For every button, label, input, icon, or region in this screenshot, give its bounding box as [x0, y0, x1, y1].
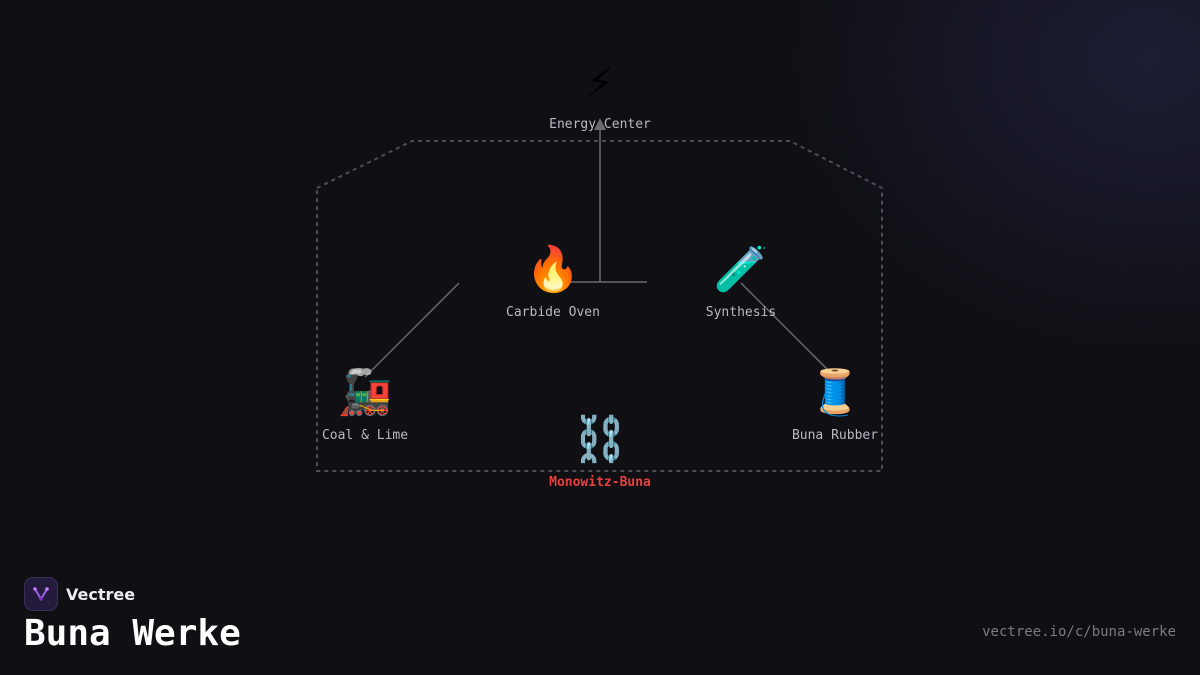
group-boundary [316, 140, 883, 472]
node-label-coal-lime: Coal & Lime [322, 428, 408, 443]
chains-icon: ⛓️ [573, 414, 628, 465]
thread-spool-icon: 🧵 [808, 367, 863, 418]
page-title: Buna Werke [24, 613, 241, 654]
locomotive-icon: 🚂 [338, 367, 393, 418]
node-synthesis[interactable]: 🧪 Synthesis [706, 244, 776, 320]
brand[interactable]: Vectree [24, 577, 135, 611]
vectree-logo-icon [24, 577, 58, 611]
fire-icon: 🔥 [526, 244, 581, 295]
page-url[interactable]: vectree.io/c/buna-werke [982, 624, 1176, 640]
node-coal-lime[interactable]: 🚂 Coal & Lime [322, 367, 408, 443]
node-energy-center[interactable]: ⚡ Energy Center [549, 56, 651, 132]
group-monowitz-buna[interactable]: ⛓️ Monowitz-Buna [549, 414, 651, 490]
edges [364, 118, 836, 378]
node-carbide-oven[interactable]: 🔥 Carbide Oven [506, 244, 600, 320]
edge-coal-lime-to-carbide-oven [364, 282, 460, 378]
brand-name: Vectree [66, 584, 136, 604]
node-buna-rubber[interactable]: 🧵 Buna Rubber [792, 367, 878, 443]
node-label-carbide-oven: Carbide Oven [506, 305, 600, 320]
edge-synthesis-to-buna-rubber [740, 282, 836, 378]
group-label: Monowitz-Buna [549, 475, 651, 490]
node-label-synthesis: Synthesis [706, 305, 776, 320]
lightning-icon: ⚡ [587, 56, 614, 107]
node-label-buna-rubber: Buna Rubber [792, 428, 878, 443]
test-tube-icon: 🧪 [714, 244, 769, 295]
node-label-energy-center: Energy Center [549, 117, 651, 132]
